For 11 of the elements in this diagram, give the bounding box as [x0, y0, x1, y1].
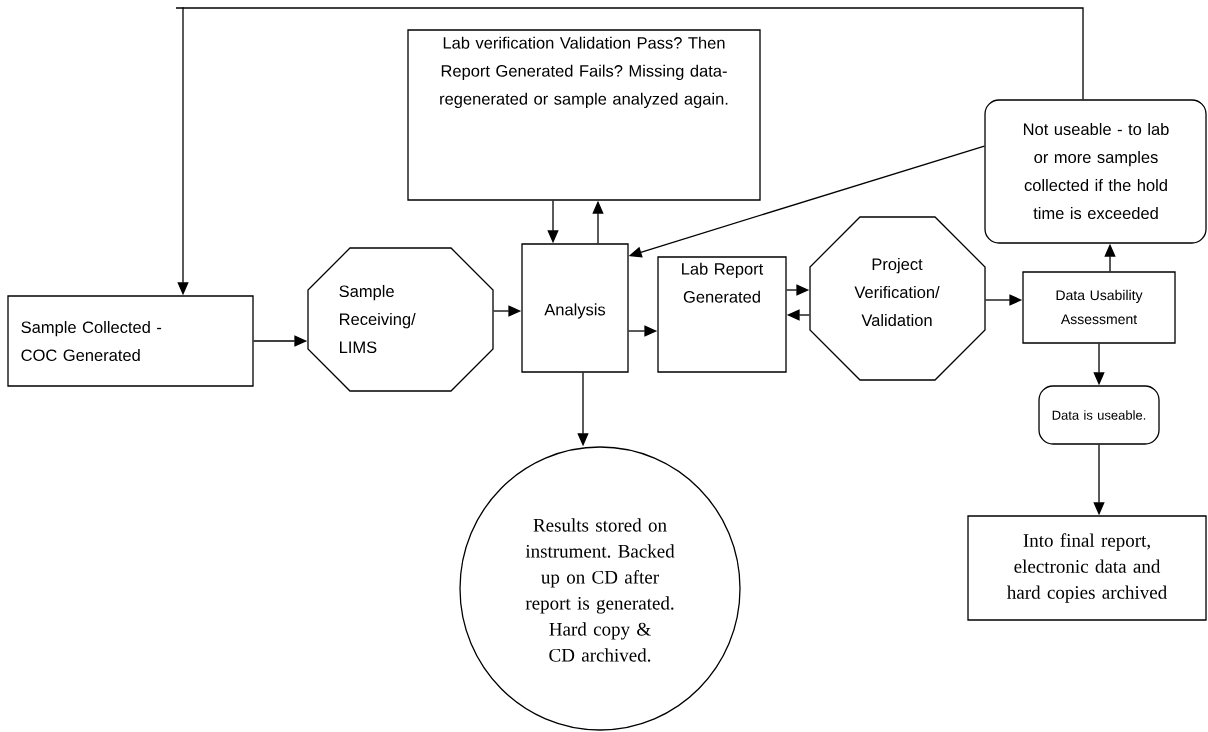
process-box: Lab verification Validation Pass? Then Report Generated Fails? Missing data-regenerated or sample analyzed again. — [407, 29, 761, 201]
octagon-box: Project Verification/ Validation — [809, 216, 986, 381]
process-box: Sample Collected - COC Generated — [7, 295, 254, 387]
rounded-box: Not useable - to lab or more samples collected if the hold time is exceeded — [984, 99, 1207, 244]
process-box: Data Usability Assessment — [1022, 271, 1176, 344]
process-box: Analysis — [521, 243, 629, 373]
ellipse-node: Results stored on instrument. Backed up on CD after report is generated. Hard copy & CD archived. — [459, 446, 741, 731]
rounded-box: Data is useable. — [1038, 385, 1160, 445]
process-box: Lab Report Generated — [657, 256, 787, 373]
process-box: Into final report, electronic data and hard copies archived — [967, 515, 1207, 621]
octagon-box: Sample Receiving/ LIMS — [307, 247, 494, 392]
